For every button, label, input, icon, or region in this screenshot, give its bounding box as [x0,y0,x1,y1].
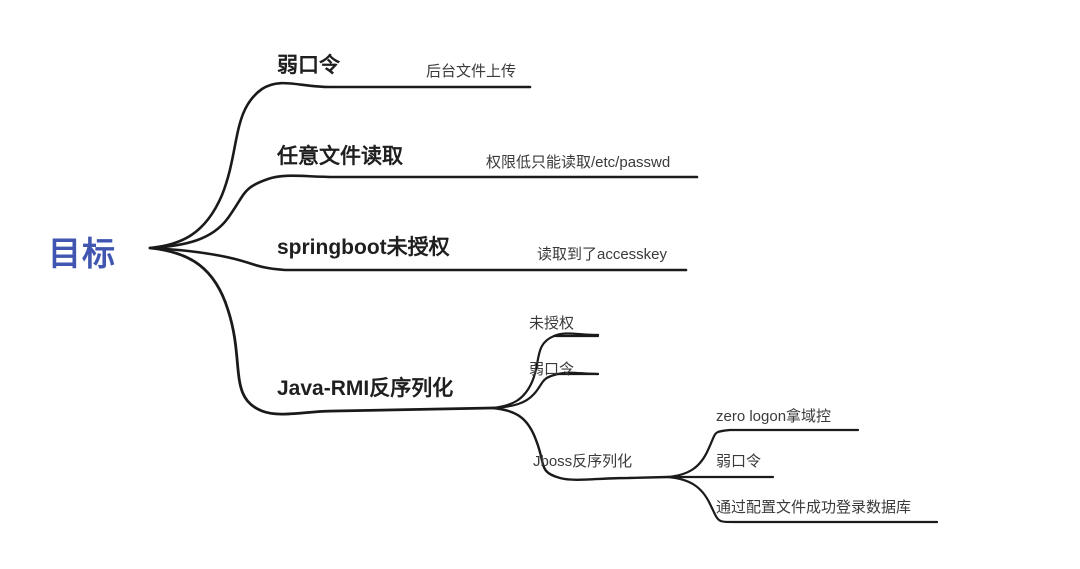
leaf-node-jboss-weak-password[interactable]: 弱口令 [716,453,762,470]
detail-node-accesskey[interactable]: 读取到了accesskey [537,246,668,263]
detail-node-low-privilege-passwd[interactable]: 权限低只能读取/etc/passwd [486,154,671,171]
subnode-rmi-unauthorized[interactable]: 未授权 [529,315,575,332]
subnode-jboss-deserialization[interactable]: Jboss反序列化 [533,453,633,470]
subnode-rmi-weak-password[interactable]: 弱口令 [529,361,575,378]
leaf-node-database-login[interactable]: 通过配置文件成功登录数据库 [716,499,912,516]
branch-node-arbitrary-file-read[interactable]: 任意文件读取 [277,145,403,168]
branch-node-java-rmi-deserialization[interactable]: Java-RMI反序列化 [277,377,454,400]
root-node[interactable]: 目标 [48,235,116,272]
leaf-node-zero-logon[interactable]: zero logon拿域控 [716,408,832,425]
branch-node-weak-password[interactable]: 弱口令 [277,54,340,77]
branch-node-springboot-unauthorized[interactable]: springboot未授权 [277,236,450,259]
detail-node-backend-file-upload[interactable]: 后台文件上传 [426,63,517,80]
edge-jboss-to-zerologon [666,428,860,479]
